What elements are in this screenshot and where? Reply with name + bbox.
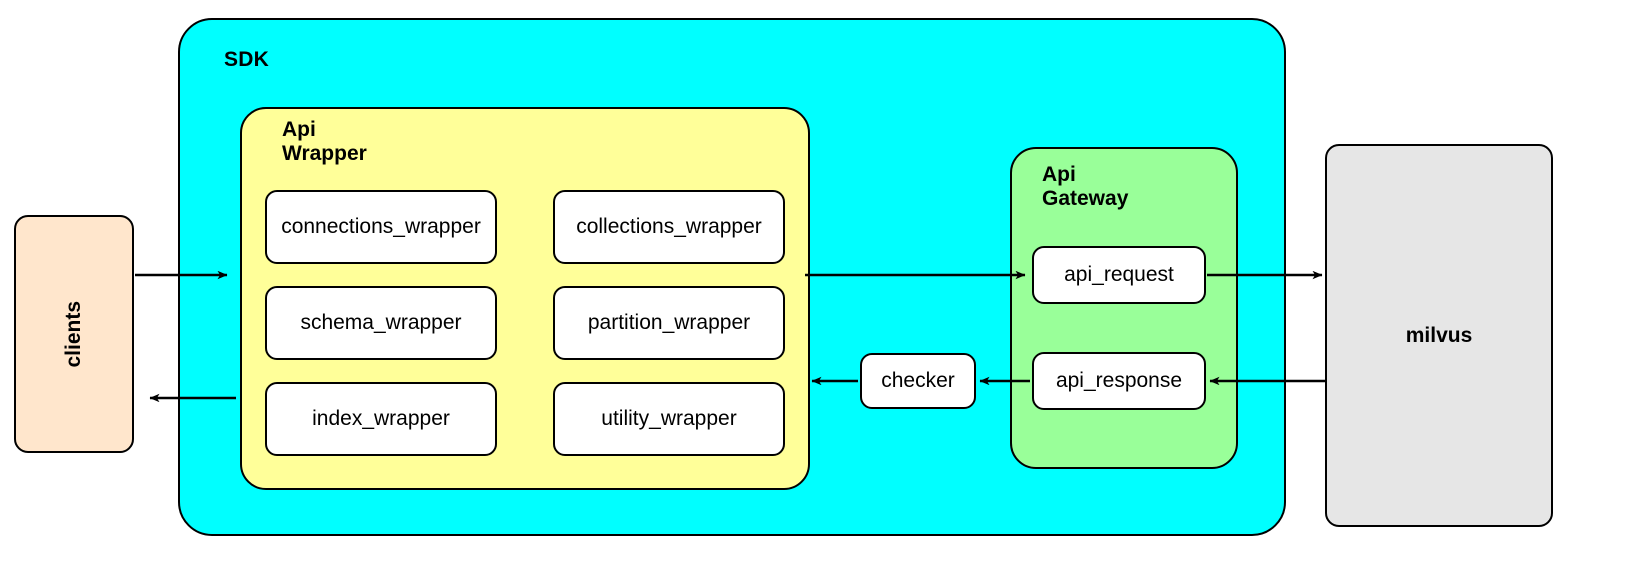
node-label: connections_wrapper: [281, 215, 481, 238]
node-clients[interactable]: clients: [14, 215, 134, 453]
node-label: api_response: [1055, 369, 1183, 392]
node-api-request[interactable]: api_request: [1032, 246, 1206, 304]
node-label: partition_wrapper: [587, 311, 751, 334]
node-index-wrapper[interactable]: index_wrapper: [265, 382, 497, 456]
node-api-response[interactable]: api_response: [1032, 352, 1206, 410]
node-partition-wrapper[interactable]: partition_wrapper: [553, 286, 785, 360]
node-utility-wrapper[interactable]: utility_wrapper: [553, 382, 785, 456]
node-schema-wrapper[interactable]: schema_wrapper: [265, 286, 497, 360]
node-label: clients: [62, 300, 85, 368]
node-label: checker: [881, 369, 955, 392]
node-label: api_request: [1064, 263, 1174, 286]
api-gateway-group[interactable]: Api Gateway: [1010, 147, 1238, 469]
api-wrapper-label: Api Wrapper: [282, 118, 367, 166]
node-label: schema_wrapper: [300, 311, 462, 334]
node-label: collections_wrapper: [576, 215, 762, 238]
node-label: utility_wrapper: [601, 407, 737, 430]
node-label: milvus: [1405, 323, 1473, 347]
node-label: index_wrapper: [312, 407, 450, 430]
api-gateway-label: Api Gateway: [1042, 163, 1129, 211]
node-connections-wrapper[interactable]: connections_wrapper: [265, 190, 497, 264]
sdk-label: SDK: [224, 48, 269, 71]
node-milvus[interactable]: milvus: [1325, 144, 1553, 527]
node-checker[interactable]: checker: [860, 353, 976, 409]
node-collections-wrapper[interactable]: collections_wrapper: [553, 190, 785, 264]
